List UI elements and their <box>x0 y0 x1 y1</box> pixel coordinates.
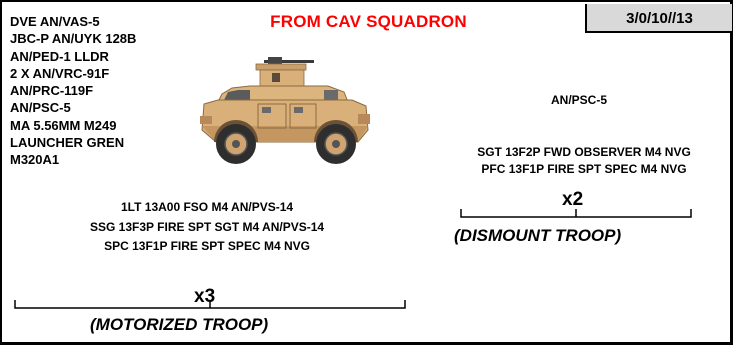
personnel-entry: PFC 13F1P FIRE SPT SPEC M4 NVG <box>434 161 733 178</box>
date-box: 3/0/10//13 <box>585 4 732 33</box>
equipment-item: MA 5.56MM M249 <box>10 117 136 134</box>
dismount-equipment-label: AN/PSC-5 <box>551 93 607 107</box>
motorized-caption: (MOTORIZED TROOP) <box>90 315 268 335</box>
personnel-entry: SGT 13F2P FWD OBSERVER M4 NVG <box>434 144 733 161</box>
equipment-item: AN/PSC-5 <box>10 99 136 116</box>
date-label: 3/0/10//13 <box>587 10 732 27</box>
dismount-personnel-list: SGT 13F2P FWD OBSERVER M4 NVG PFC 13F1P … <box>434 144 733 178</box>
dismount-bracket <box>460 208 692 220</box>
equipment-item: JBC-P AN/UYK 128B <box>10 30 136 47</box>
armored-security-vehicle-icon <box>198 30 378 170</box>
equipment-item: AN/PED-1 LLDR <box>10 48 136 65</box>
equipment-item: LAUNCHER GREN <box>10 134 136 151</box>
dismount-caption: (DISMOUNT TROOP) <box>454 226 621 246</box>
equipment-item: AN/PRC-119F <box>10 82 136 99</box>
vehicle-equipment-list: DVE AN/VAS-5 JBC-P AN/UYK 128B AN/PED-1 … <box>10 13 136 169</box>
personnel-entry: SSG 13F3P FIRE SPT SGT M4 AN/PVS-14 <box>90 218 324 238</box>
motorized-personnel-list: 1LT 13A00 FSO M4 AN/PVS-14 SSG 13F3P FIR… <box>90 198 324 257</box>
personnel-entry: SPC 13F1P FIRE SPT SPEC M4 NVG <box>90 237 324 257</box>
motorized-bracket <box>14 299 406 311</box>
equipment-item: M320A1 <box>10 151 136 168</box>
equipment-item: 2 X AN/VRC-91F <box>10 65 136 82</box>
personnel-entry: 1LT 13A00 FSO M4 AN/PVS-14 <box>90 198 324 218</box>
